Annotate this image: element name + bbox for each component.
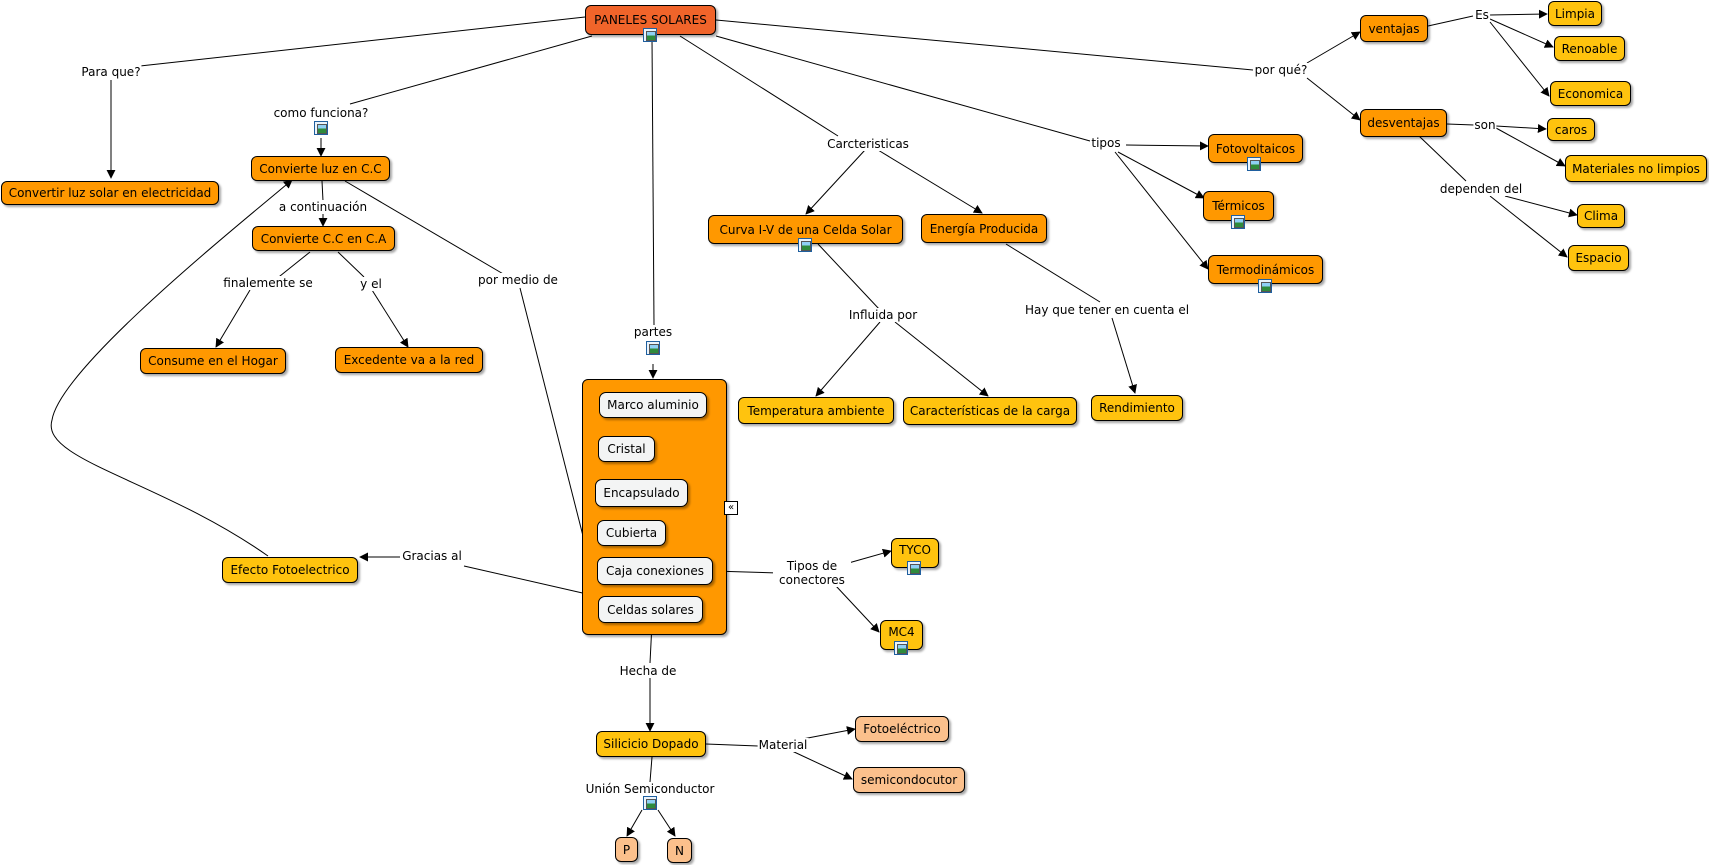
image-icon[interactable] (643, 28, 657, 42)
concept-n[interactable]: N (667, 838, 692, 863)
concept-curva-iv[interactable]: Curva I-V de una Celda Solar (708, 215, 903, 244)
parts-group[interactable] (582, 379, 727, 635)
concept-convertir-luz[interactable]: Convertir luz solar en electricidad (1, 181, 219, 205)
concept-clima[interactable]: Clima (1577, 204, 1625, 228)
concept-silicio-dopado[interactable]: Silicicio Dopado (596, 731, 706, 757)
concept-semiconductor[interactable]: semicondocutor (853, 767, 965, 793)
concept-economica[interactable]: Economica (1550, 81, 1631, 106)
concept-termicos[interactable]: Térmicos (1203, 191, 1274, 221)
concept-excedente-red[interactable]: Excedente va a la red (335, 347, 483, 373)
link-tipos[interactable]: tipos (1090, 136, 1122, 150)
link-finalmente-se[interactable]: finalemente se (222, 276, 314, 290)
concept-energia-producida[interactable]: Energía Producida (921, 214, 1047, 243)
concept-consume-hogar[interactable]: Consume en el Hogar (140, 348, 286, 374)
part-celdas-solares[interactable]: Celdas solares (598, 596, 703, 623)
concept-p[interactable]: P (615, 837, 638, 862)
link-y-el[interactable]: y el (359, 277, 383, 291)
concept-termodinamicos[interactable]: Termodinámicos (1208, 255, 1323, 284)
concept-rendimiento[interactable]: Rendimiento (1091, 395, 1183, 421)
image-icon[interactable] (314, 121, 328, 135)
image-icon[interactable] (1231, 215, 1245, 229)
link-es[interactable]: Es (1474, 8, 1490, 22)
image-icon[interactable] (1247, 157, 1261, 171)
link-union-semiconductor[interactable]: Unión Semiconductor (584, 782, 716, 796)
link-como-funciona[interactable]: como funciona? (272, 106, 370, 120)
concept-espacio[interactable]: Espacio (1568, 245, 1629, 271)
link-por-que[interactable]: por qué? (1253, 63, 1309, 77)
concept-caracteristicas-carga[interactable]: Características de la carga (903, 397, 1077, 425)
link-a-continuacion[interactable]: a continuación (277, 200, 369, 214)
concept-efecto-fotoelectrico[interactable]: Efecto Fotoelectrico (222, 557, 358, 583)
part-caja-conexiones[interactable]: Caja conexiones (597, 557, 713, 585)
part-encapsulado[interactable]: Encapsulado (595, 479, 688, 507)
link-tipos-de-conectores[interactable]: Tipos de conectores (773, 559, 851, 587)
link-carcteristicas[interactable]: Carcteristicas (826, 137, 910, 151)
link-influida-por[interactable]: Influida por (847, 308, 919, 322)
concept-temperatura-ambiente[interactable]: Temperatura ambiente (738, 397, 894, 424)
link-por-medio-de[interactable]: por medio de (477, 273, 559, 287)
concept-limpia[interactable]: Limpia (1548, 1, 1602, 26)
image-icon[interactable] (1258, 279, 1272, 293)
concept-ventajas[interactable]: ventajas (1360, 15, 1428, 42)
concept-renoable[interactable]: Renoable (1554, 36, 1625, 61)
image-icon[interactable] (894, 641, 908, 655)
link-partes[interactable]: partes (632, 325, 674, 339)
image-icon[interactable] (798, 238, 812, 252)
link-son[interactable]: son (1473, 118, 1497, 132)
part-cristal[interactable]: Cristal (598, 436, 655, 462)
link-hay-que-tener[interactable]: Hay que tener en cuenta el (1023, 303, 1191, 317)
concept-convierte-cc[interactable]: Convierte luz en C.C (251, 156, 390, 181)
link-hecha-de[interactable]: Hecha de (618, 664, 678, 678)
concept-desventajas[interactable]: desventajas (1360, 109, 1447, 137)
link-gracias-al[interactable]: Gracias al (401, 549, 463, 563)
part-cubierta[interactable]: Cubierta (597, 520, 666, 546)
concept-convierte-ca[interactable]: Convierte C.C en C.A (252, 226, 395, 251)
link-para-que[interactable]: Para que? (80, 65, 142, 79)
concept-caros[interactable]: caros (1547, 118, 1595, 141)
image-icon[interactable] (643, 796, 657, 810)
collapse-icon[interactable]: « (724, 501, 738, 515)
concept-materiales-no-limpios[interactable]: Materiales no limpios (1565, 155, 1707, 182)
link-dependen-del[interactable]: dependen del (1438, 182, 1524, 196)
image-icon[interactable] (646, 341, 660, 355)
concept-fotoelectrico[interactable]: Fotoeléctrico (855, 716, 949, 742)
image-icon[interactable] (907, 561, 921, 575)
part-marco-aluminio[interactable]: Marco aluminio (599, 392, 707, 418)
link-material[interactable]: Material (757, 738, 809, 752)
